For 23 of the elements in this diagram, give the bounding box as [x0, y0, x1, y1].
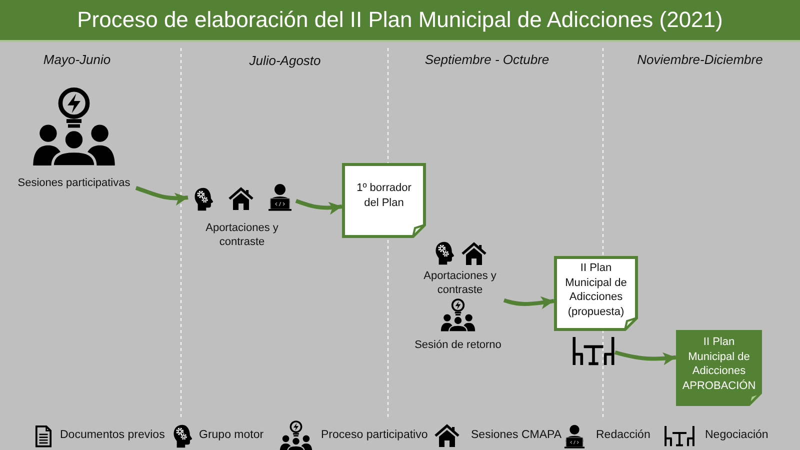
legend-label: Grupo motor: [199, 429, 264, 441]
activity-label: Sesiones participativas: [18, 176, 130, 190]
legend-label: Negociación: [705, 429, 768, 441]
document-note: 1º borrador del Plan: [342, 163, 426, 238]
legend-label: Sesiones CMAPA: [471, 429, 562, 441]
activity-label: Aportaciones y contraste: [422, 268, 498, 296]
arrow: [614, 350, 676, 366]
document-note: II Plan Municipal de Adicciones (propuesta): [554, 256, 638, 331]
table-chairs-icon: [572, 337, 615, 365]
period-heading: Mayo-Junio: [43, 52, 111, 67]
arrow: [135, 186, 188, 206]
legend-label: Documentos previos: [60, 429, 165, 441]
period-heading: Noviembre-Diciembre: [637, 52, 763, 67]
period-heading: Septiembre - Octubre: [424, 52, 550, 67]
period-heading: Julio-Agosto: [249, 53, 321, 68]
legend-label: Redacción: [596, 429, 650, 441]
arrow: [295, 198, 342, 215]
legend-label: Proceso participativo: [321, 429, 428, 441]
arrow: [503, 296, 554, 310]
document-note: II Plan Municipal de Adicciones APROBACIÓN: [676, 330, 762, 406]
activity-label: Aportaciones y contraste: [204, 221, 280, 249]
title-banner: Proceso de elaboración del II Plan Municipal de Adicciones (2021): [0, 0, 800, 42]
activity-label: Sesión de retorno: [414, 338, 502, 352]
